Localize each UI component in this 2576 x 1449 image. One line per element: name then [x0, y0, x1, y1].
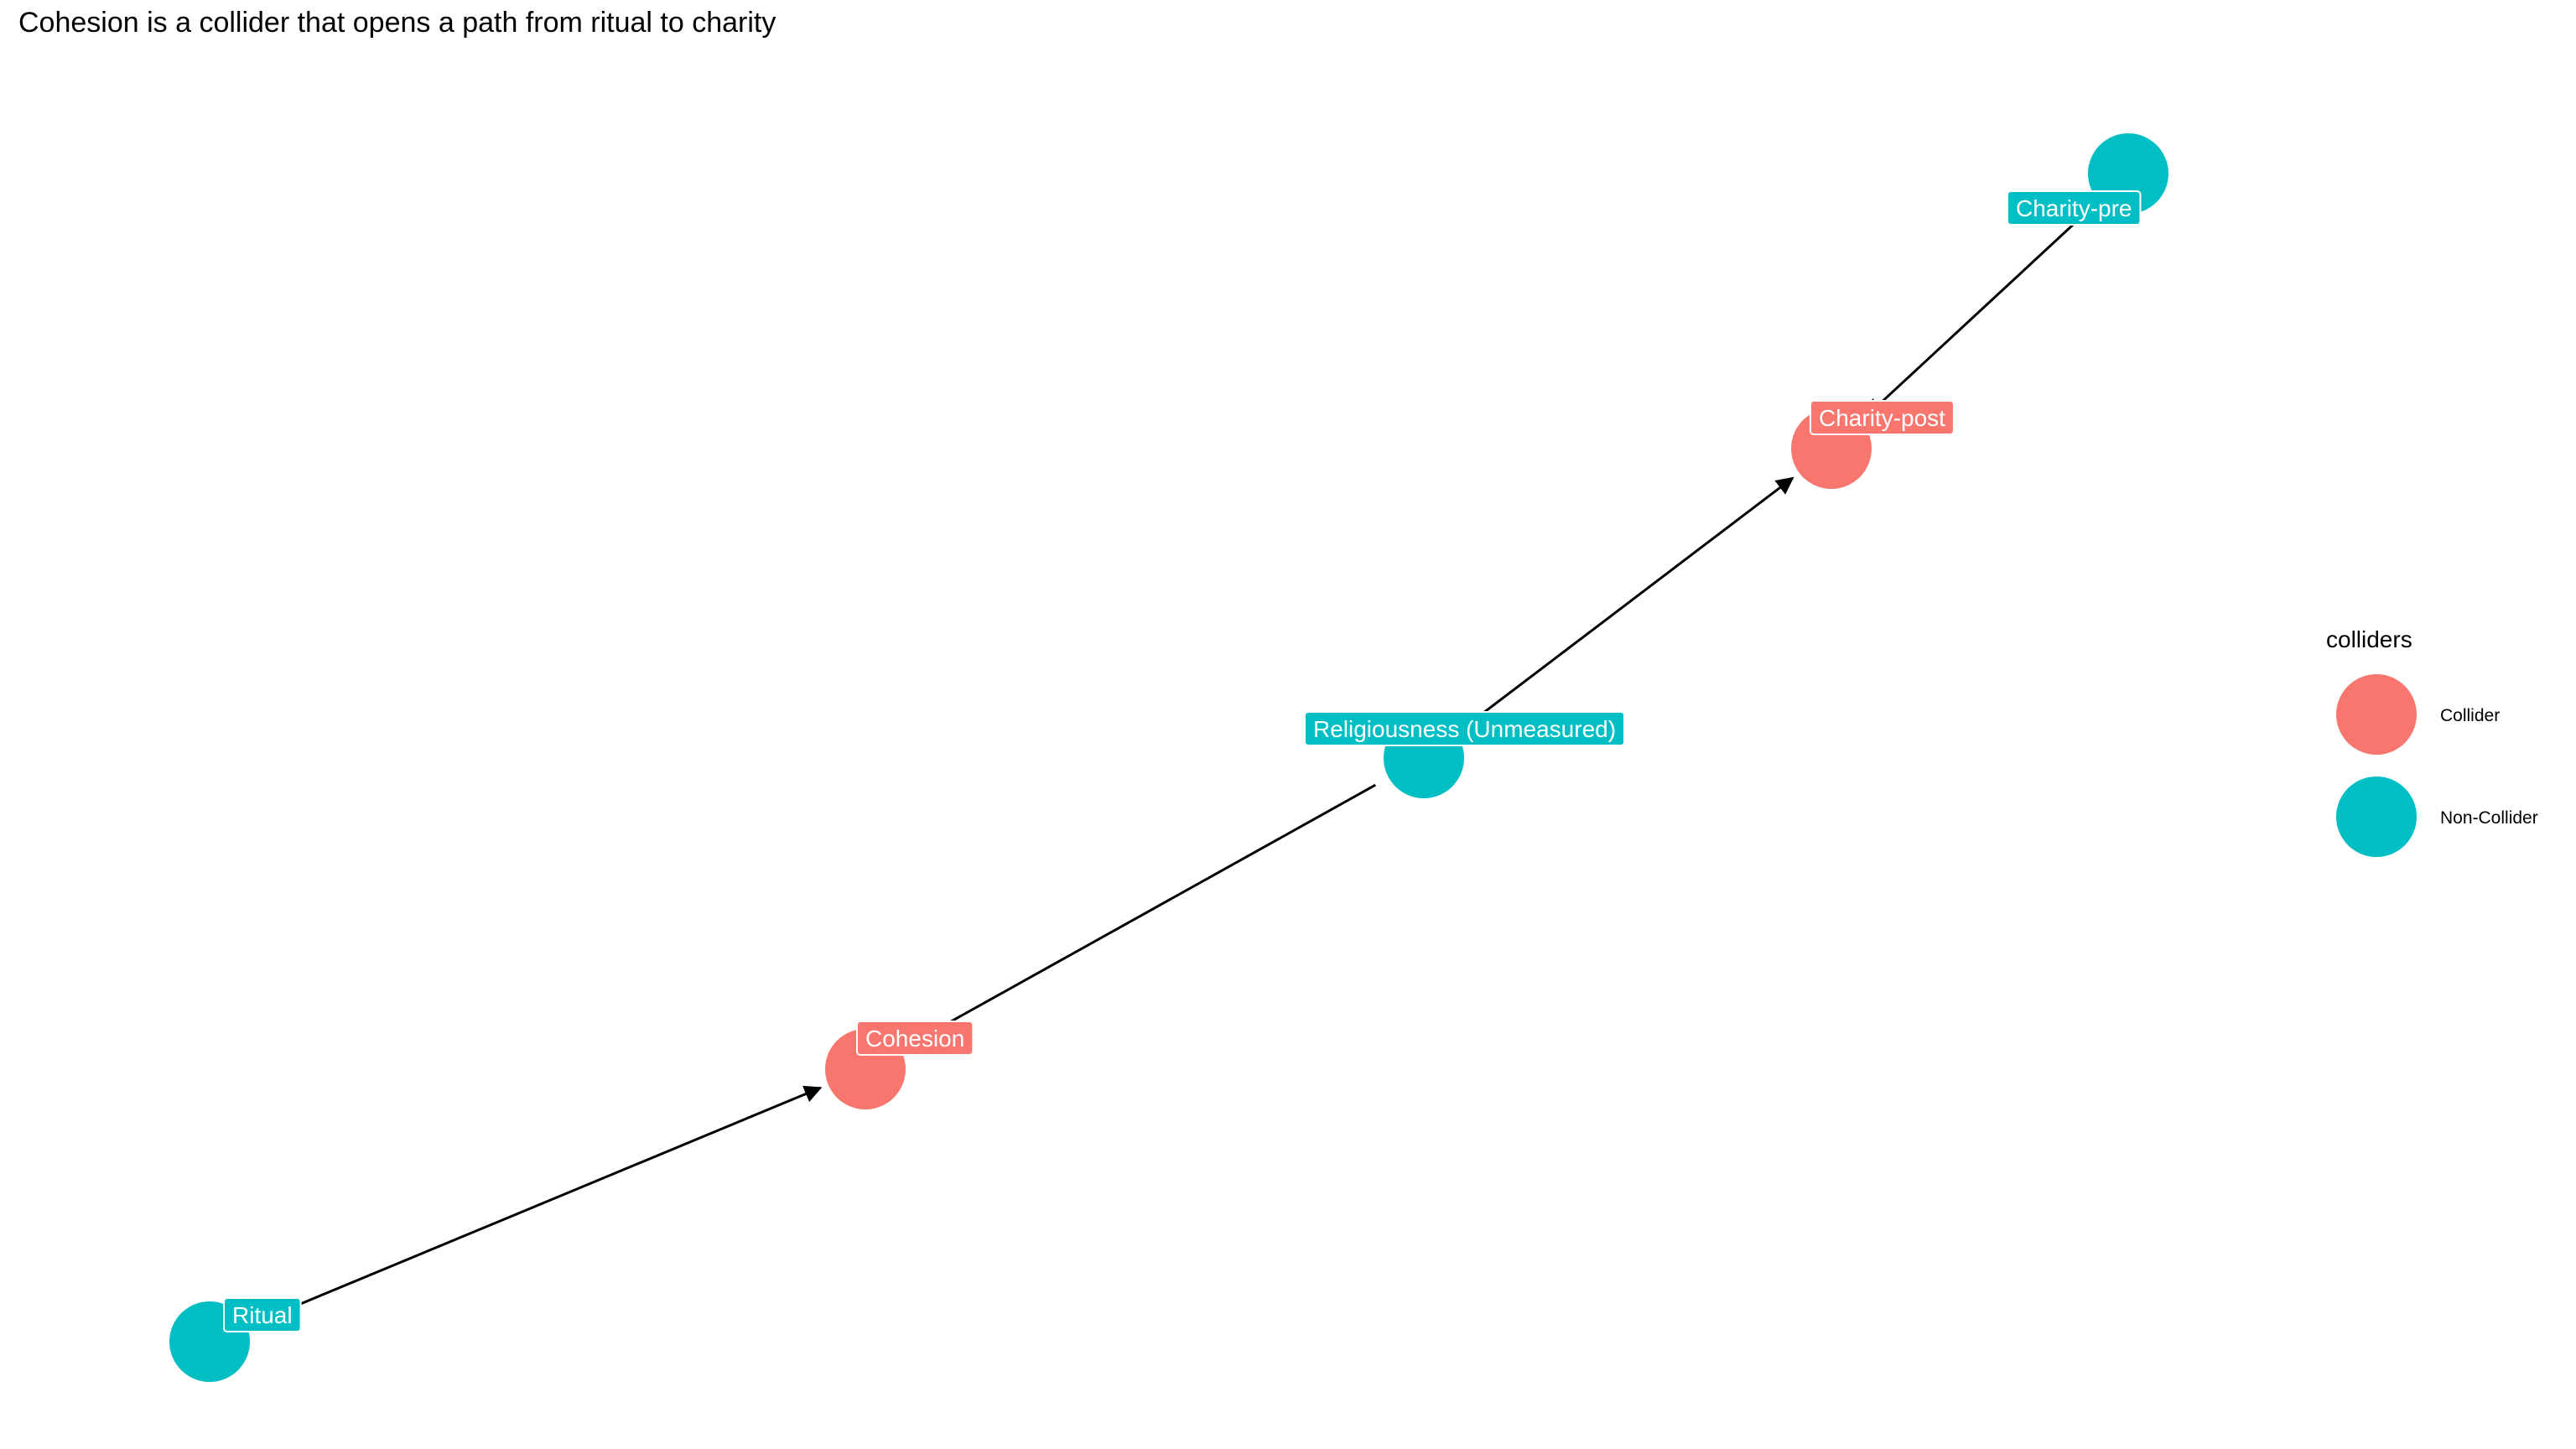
node-label-ritual: Ritual — [223, 1297, 302, 1332]
edge-religiousness-to-cohesion — [906, 783, 1377, 1047]
legend-label: Collider — [2440, 706, 2500, 725]
node-label-text: Religiousness (Unmeasured) — [1313, 716, 1616, 742]
node-label-text: Charity-post — [1819, 405, 1945, 431]
node-label-cohesion: Cohesion — [856, 1021, 974, 1056]
node-label-text: Ritual — [232, 1302, 293, 1328]
node-label-text: Cohesion — [865, 1026, 964, 1052]
legend-title: colliders — [2326, 626, 2412, 652]
nodes-layer — [169, 133, 2168, 1382]
node-label-religiousness: Religiousness (Unmeasured) — [1304, 711, 1626, 746]
node-label-charity_pre: Charity-pre — [2007, 190, 2142, 226]
labels-layer: Ritual Cohesion Religiousness (Unmeasured)… — [223, 190, 2142, 1332]
node-label-charity_post: Charity-post — [1810, 400, 1955, 435]
node-label-text: Charity-pre — [2016, 195, 2132, 221]
legend-label: Non-Collider — [2440, 808, 2538, 828]
edges-layer — [260, 210, 2089, 1322]
edge-ritual-to-cohesion — [260, 1085, 823, 1322]
edge-charity_pre-to-charity_post — [1866, 210, 2089, 418]
legend-swatch-collider — [2336, 674, 2417, 755]
diagram-title: Cohesion is a collider that opens a path… — [18, 7, 776, 39]
edge-religiousness-to-charity_post — [1467, 476, 1794, 726]
legend-swatch-non-collider — [2336, 776, 2417, 857]
